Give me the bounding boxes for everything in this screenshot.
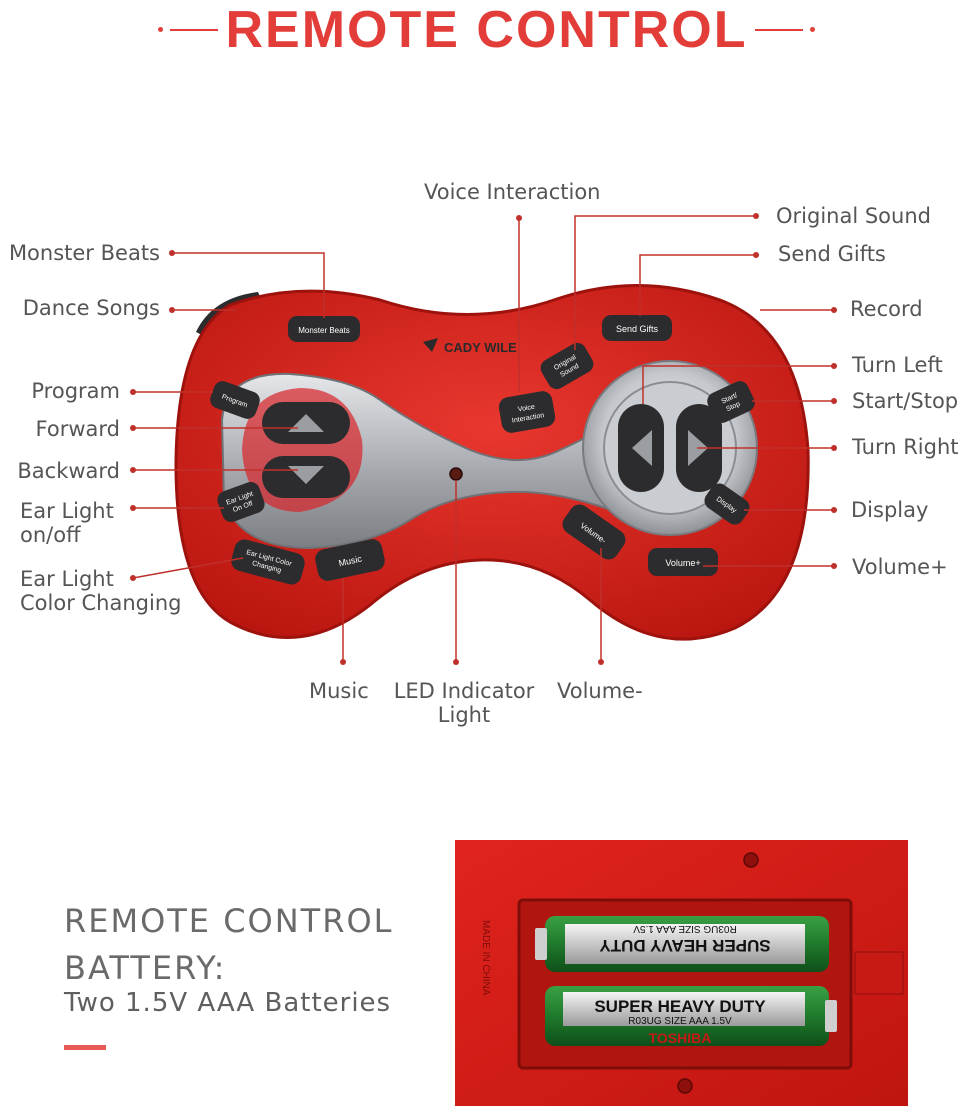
callout-dots [130,213,837,665]
battery-bottom-brand: SUPER HEAVY DUTY [594,997,766,1016]
battery-accent-bar [64,1045,106,1050]
monster-beats-button[interactable]: Monster Beats [288,316,360,342]
case-text: MADE IN CHINA [480,920,491,996]
callout-monster-beats: Monster Beats [8,241,160,265]
battery-top-spec: R03UG SIZE AAA 1.5V [633,923,737,934]
remote-diagram: CADY WILE Monster Beats Send Gifts Origi… [130,213,837,665]
callout-led-indicator: LED Indicator Light [391,679,537,727]
callout-backward: Backward [17,459,120,483]
volume-plus-button[interactable]: Volume+ [648,548,718,576]
program-button[interactable]: Program [208,379,263,422]
page-title: REMOTE CONTROL [225,1,748,59]
monster-beats-button-label: Monster Beats [298,326,350,335]
callout-led-indicator-line2: Light [437,703,491,727]
screw-bottom-icon [677,1078,693,1094]
ear-light-onoff-button[interactable]: Ear Light On Off [215,479,267,524]
battery-compartment-photo: MADE IN CHINA SUPER HEAVY DUTY R03UG SIZ… [455,840,908,1106]
callout-original-sound: Original Sound [776,204,931,228]
screw-top-icon [743,852,759,868]
callout-dance-songs: Dance Songs [22,296,160,320]
title-dot-right [810,27,815,32]
title-dot-left [158,27,163,32]
callout-lines [132,215,834,662]
turn-left-button[interactable] [618,404,664,492]
callout-ear-light-onoff-line1: Ear Light [20,499,114,523]
title-dash-left [170,29,218,31]
callout-ear-light-onoff: Ear Light on/off [20,499,114,547]
volume-minus-button[interactable]: Volume- [559,501,630,564]
callout-voice-interaction: Voice Interaction [424,180,601,204]
battery-cell-top: SUPER HEAVY DUTY R03UG SIZE AAA 1.5V [535,916,829,972]
callout-ear-light-onoff-line2: on/off [20,523,81,547]
title-row: REMOTE CONTROL [0,0,973,62]
brand-text: CADY WILE [444,340,517,355]
callout-ear-light-color: Ear Light Color Changing [20,567,181,615]
callout-record: Record [850,297,923,321]
voice-interaction-button[interactable]: Voice Interaction [497,390,556,435]
callout-display: Display [851,498,929,522]
callout-forward: Forward [35,417,120,441]
send-gifts-button[interactable]: Send Gifts [602,315,672,341]
callout-start-stop: Start/Stop [852,389,959,413]
ear-light-color-button[interactable]: Ear Light Color Changing [229,537,307,587]
led-indicator [449,467,463,481]
battery-top-brand: SUPER HEAVY DUTY [599,936,771,955]
battery-heading: REMOTE CONTROL BATTERY: [64,898,393,992]
callout-send-gifts: Send Gifts [778,242,886,266]
voice-interaction-label-1: Voice [517,404,535,414]
start-stop-button[interactable]: Start/ Stop [704,378,757,426]
callout-volume-minus: Volume- [557,679,643,703]
battery-latch [854,951,904,995]
send-gifts-button-label: Send Gifts [616,324,659,334]
callout-turn-left: Turn Left [852,353,943,377]
music-button[interactable]: Music [313,537,386,582]
callout-program: Program [31,379,120,403]
backward-button[interactable] [262,456,350,498]
brand-logo: CADY WILE [423,338,517,355]
battery-heading-line2: BATTERY: [64,949,227,987]
callout-led-indicator-line1: LED Indicator [393,679,535,703]
battery-subtitle: Two 1.5V AAA Batteries [64,988,392,1018]
callout-music: Music [309,679,369,703]
original-sound-button[interactable]: Original Sound [537,340,596,393]
callout-ear-light-color-line1: Ear Light [20,567,114,591]
display-button[interactable]: Display [701,480,753,528]
battery-bottom-spec: R03UG SIZE AAA 1.5V [628,1016,732,1027]
callout-volume-plus: Volume+ [852,555,948,579]
battery-cell-bottom: SUPER HEAVY DUTY R03UG SIZE AAA 1.5V TOS… [545,986,837,1046]
callout-ear-light-color-line2: Color Changing [20,591,182,615]
battery-heading-line1: REMOTE CONTROL [64,902,394,940]
callout-turn-right: Turn Right [852,435,959,459]
battery-bottom-maker: TOSHIBA [649,1030,712,1046]
music-button-label: Music [338,554,364,569]
left-arrow-icon [632,430,652,466]
title-dash-right [755,29,803,31]
forward-button[interactable] [262,402,350,444]
volume-plus-button-label: Volume+ [665,558,700,568]
